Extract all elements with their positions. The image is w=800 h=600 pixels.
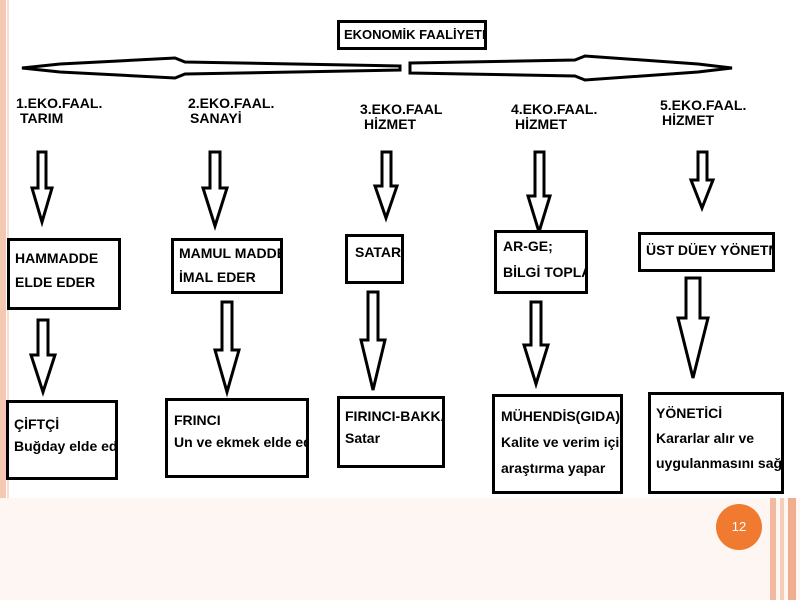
down-arrow (676, 276, 710, 379)
example-box-2: FRINCI Un ve ekmek elde eder (165, 398, 309, 478)
activity-line: ÜST DÜEY YÖNETME (646, 242, 772, 258)
slide-frame-bottom (0, 498, 800, 600)
example-line: Satar (345, 430, 381, 446)
activity-box-5: ÜST DÜEY YÖNETME (638, 232, 775, 272)
example-line: Kararlar alır ve (656, 430, 755, 446)
down-arrow (521, 300, 551, 390)
activity-line: İMAL EDER (179, 269, 256, 285)
header-line: 2.EKO.FAAL. (188, 95, 275, 111)
slide-frame-stripe (788, 498, 796, 600)
activity-line: ELDE EDER (15, 274, 96, 290)
example-line: Kalite ve verim için (501, 434, 623, 450)
activity-line: AR-GE; (503, 238, 553, 254)
example-line: Un ve ekmek elde eder (174, 434, 306, 450)
down-arrow (372, 150, 400, 223)
down-arrow (28, 318, 58, 397)
down-arrow (213, 300, 241, 398)
activity-box-3: SATAR (345, 234, 404, 284)
slide-frame-stripe (780, 498, 784, 600)
down-arrow (200, 150, 230, 231)
activity-line: MAMUL MADDE (179, 245, 283, 261)
header-5: 5.EKO.FAAL. HİZMET (660, 98, 746, 128)
down-arrow (688, 150, 716, 213)
header-line: TARIM (20, 110, 64, 126)
right-arrow (408, 54, 733, 82)
example-box-1: ÇİFTÇİ Buğday elde eder (6, 400, 118, 480)
example-line: araştırma yapar (501, 460, 606, 476)
header-line: HİZMET (662, 112, 715, 128)
activity-box-2: MAMUL MADDE İMAL EDER (171, 238, 283, 294)
header-line: 1.EKO.FAAL. (16, 95, 103, 111)
header-line: 5.EKO.FAAL. (660, 97, 747, 113)
slide-frame-stripe (770, 498, 776, 600)
header-line: 4.EKO.FAAL. (511, 101, 598, 117)
activity-line: SATAR (355, 244, 402, 260)
header-1: 1.EKO.FAAL. TARIM (16, 96, 102, 126)
down-arrow (359, 290, 387, 391)
header-4: 4.EKO.FAAL. HİZMET (511, 102, 597, 132)
down-arrow (29, 150, 55, 228)
header-2: 2.EKO.FAAL. SANAYİ (188, 96, 274, 126)
activity-box-1: HAMMADDE ELDE EDER (7, 238, 121, 310)
example-line: uygulanmasını sağlar (656, 455, 783, 471)
page-number-badge: 12 (716, 504, 762, 550)
activity-line: HAMMADDE (15, 250, 99, 266)
page-number: 12 (731, 519, 747, 534)
example-box-3: FIRINCI-BAKKAL Satar (337, 396, 445, 468)
left-arrow (21, 56, 402, 80)
example-line: FIRINCI-BAKKAL (345, 408, 442, 424)
example-line: MÜHENDİS(GIDA) (501, 408, 620, 424)
header-line: 3.EKO.FAAL (360, 101, 443, 117)
example-box-4: MÜHENDİS(GIDA) Kalite ve verim için araş… (492, 394, 623, 494)
header-line: HİZMET (364, 116, 417, 132)
example-box-5: YÖNETİCİ Kararlar alır ve uygulanmasını … (648, 392, 784, 494)
activity-line: BİLGİ TOPLAM (503, 264, 585, 280)
diagram-title: EKONOMİK FAALİYETLER (337, 20, 487, 50)
diagram-title-text: EKONOMİK FAALİYETLER (344, 27, 484, 42)
example-line: Buğday elde eder (14, 438, 118, 454)
header-line: HİZMET (515, 116, 568, 132)
header-3: 3.EKO.FAAL HİZMET (360, 102, 442, 132)
down-arrow (525, 150, 553, 238)
slide-frame-left (0, 0, 6, 600)
example-line: FRINCI (174, 412, 221, 428)
example-line: YÖNETİCİ (656, 405, 723, 421)
activity-box-4: AR-GE; BİLGİ TOPLAM (494, 230, 588, 294)
example-line: ÇİFTÇİ (14, 416, 60, 432)
header-line: SANAYİ (190, 110, 242, 126)
